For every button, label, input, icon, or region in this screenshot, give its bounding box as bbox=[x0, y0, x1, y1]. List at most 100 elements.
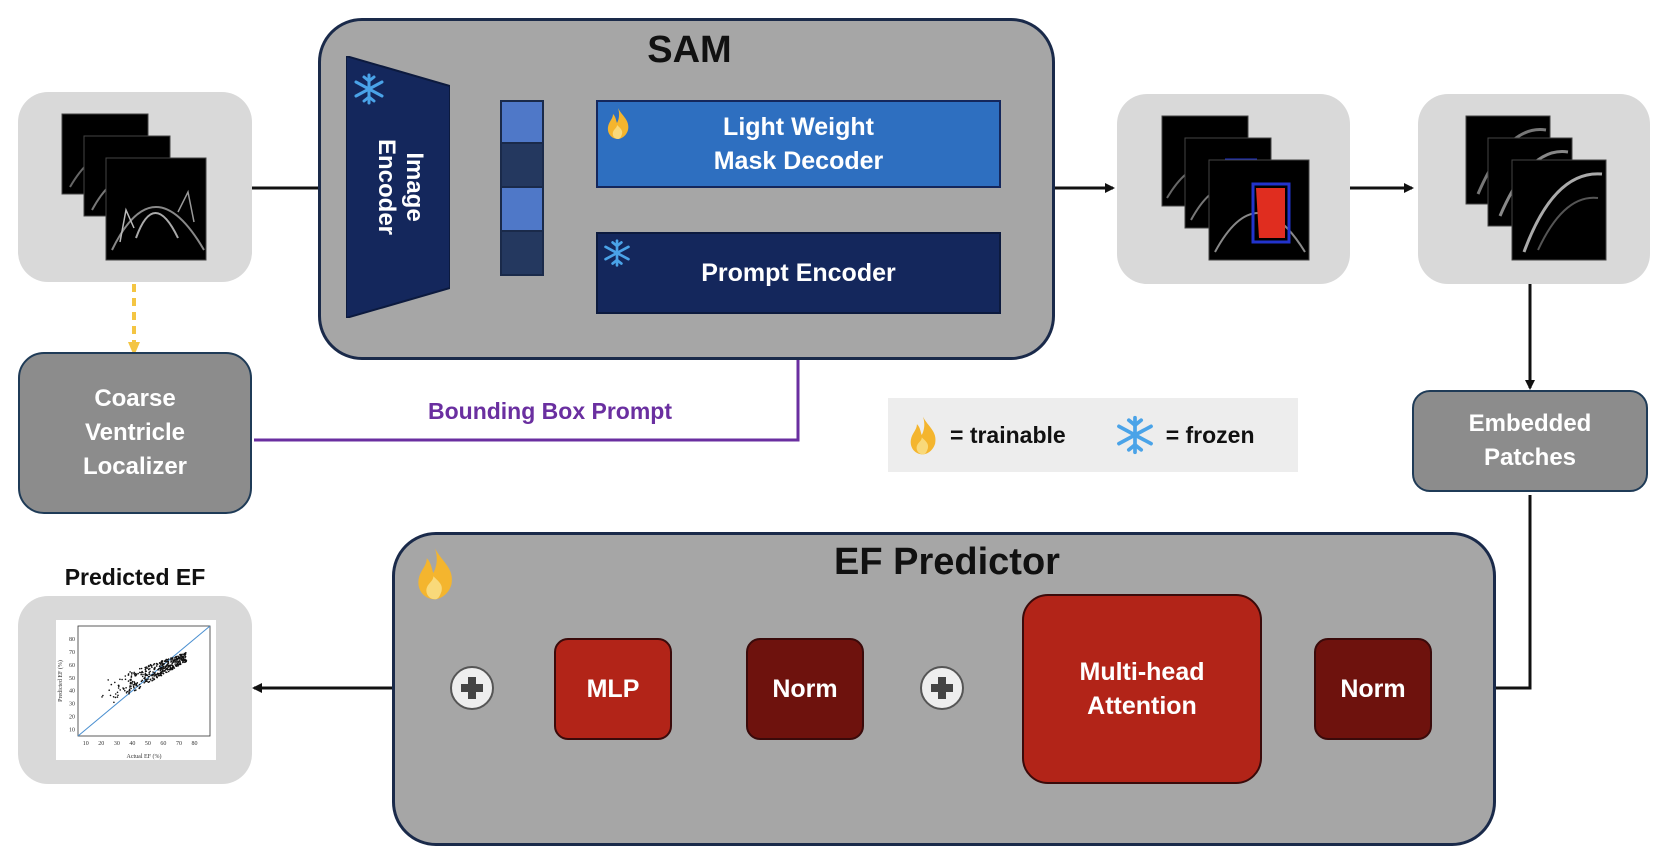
norm-right-box: Norm bbox=[1314, 638, 1432, 740]
embedding-tokens bbox=[500, 100, 544, 276]
scatter-point bbox=[176, 660, 178, 662]
scatter-point bbox=[124, 678, 127, 681]
scatter-point bbox=[151, 679, 153, 682]
segmentation-panel bbox=[1117, 94, 1350, 284]
scatter-point bbox=[145, 679, 147, 681]
scatter-point bbox=[158, 665, 161, 667]
legend-trainable-icon bbox=[906, 413, 940, 457]
scatter-point bbox=[172, 657, 174, 659]
predicted-ef-title: Predicted EF bbox=[64, 564, 206, 590]
x-tick-label: 40 bbox=[129, 741, 135, 747]
scatter-point bbox=[173, 661, 175, 663]
prompt-encoder-box: Prompt Encoder bbox=[596, 232, 1001, 314]
scatter-point bbox=[146, 680, 148, 682]
scatter-point bbox=[174, 664, 177, 667]
y-tick-label: 40 bbox=[69, 689, 75, 695]
scatter-point bbox=[140, 673, 142, 676]
scatter-point bbox=[144, 668, 147, 671]
scatter-point bbox=[133, 689, 136, 692]
scatter-point bbox=[128, 690, 130, 692]
scatter-point bbox=[164, 670, 166, 672]
residual-add-right bbox=[920, 666, 964, 710]
cropped-frames-panel bbox=[1418, 94, 1650, 284]
scatter-point bbox=[158, 668, 160, 670]
scatter-point bbox=[124, 689, 126, 692]
scatter-point bbox=[167, 661, 169, 663]
scatter-point bbox=[169, 666, 172, 669]
residual-add-left bbox=[450, 666, 494, 710]
scatter-point bbox=[167, 670, 170, 673]
scatter-point bbox=[176, 663, 178, 666]
plus-icon bbox=[931, 677, 953, 699]
scatter-point bbox=[119, 689, 121, 691]
scatter-point bbox=[133, 672, 135, 675]
scatter-point bbox=[160, 661, 163, 663]
scatter-point bbox=[149, 663, 152, 666]
scatter-point bbox=[163, 662, 165, 665]
scatter-point bbox=[130, 687, 132, 690]
input-frames-panel bbox=[18, 92, 252, 282]
scatter-point bbox=[179, 656, 181, 658]
scatter-point bbox=[109, 694, 112, 697]
scatter-point bbox=[161, 660, 164, 662]
scatter-point bbox=[176, 665, 178, 667]
scatter-point bbox=[179, 654, 182, 657]
scatter-point bbox=[185, 660, 187, 663]
scatter-point bbox=[171, 667, 173, 670]
scatter-point bbox=[152, 671, 154, 673]
scatter-point bbox=[184, 659, 187, 661]
y-tick-label: 50 bbox=[69, 676, 75, 682]
scatter-point bbox=[160, 674, 163, 677]
scatter-point bbox=[162, 666, 165, 668]
scatter-point bbox=[124, 675, 127, 677]
scatter-point bbox=[102, 694, 104, 697]
scatter-point bbox=[116, 691, 119, 694]
scatter-point bbox=[151, 666, 153, 669]
scatter-point bbox=[165, 671, 167, 674]
scatter-point bbox=[144, 677, 146, 680]
scatter-point bbox=[144, 672, 147, 675]
scatter-point bbox=[126, 690, 128, 693]
scatter-point bbox=[141, 675, 144, 678]
scatter-point bbox=[131, 680, 134, 683]
scatter-point bbox=[141, 670, 143, 673]
image-encoder-shape bbox=[346, 56, 450, 318]
scatter-point bbox=[163, 660, 166, 662]
scatter-point bbox=[107, 679, 109, 681]
y-axis-label: Predicted EF (%) bbox=[57, 660, 64, 702]
scatter-point bbox=[117, 694, 119, 697]
scatter-point bbox=[133, 671, 135, 674]
scatter-point bbox=[117, 687, 120, 689]
scatter-point bbox=[169, 668, 171, 670]
scatter-point bbox=[153, 678, 156, 681]
y-tick-label: 10 bbox=[69, 728, 75, 734]
scatter-point bbox=[178, 660, 181, 662]
scatter-point bbox=[148, 675, 150, 678]
scatter-point bbox=[176, 662, 178, 664]
y-tick-label: 80 bbox=[69, 637, 75, 643]
y-tick-label: 60 bbox=[69, 663, 75, 669]
scatter-point bbox=[185, 651, 187, 654]
embedding-token bbox=[500, 144, 544, 188]
scatter-point bbox=[114, 696, 117, 699]
scatter-point bbox=[159, 667, 162, 669]
sam-title: SAM bbox=[647, 29, 732, 71]
x-tick-label: 80 bbox=[191, 741, 197, 747]
scatter-point bbox=[151, 674, 153, 677]
scatter-point bbox=[172, 661, 174, 664]
scatter-point bbox=[131, 682, 133, 684]
arrow-bbox-prompt bbox=[254, 320, 803, 442]
y-tick-label: 70 bbox=[69, 650, 75, 656]
scatter-point bbox=[177, 665, 179, 667]
legend-frozen-icon bbox=[1114, 414, 1156, 456]
scatter-point bbox=[125, 692, 128, 694]
scatter-point bbox=[184, 654, 186, 656]
scatter-point bbox=[119, 678, 121, 681]
scatter-point bbox=[181, 653, 183, 656]
scatter-point bbox=[182, 661, 185, 663]
scatter-point bbox=[179, 658, 181, 660]
plus-icon bbox=[461, 677, 483, 699]
scatter-point bbox=[161, 662, 164, 664]
